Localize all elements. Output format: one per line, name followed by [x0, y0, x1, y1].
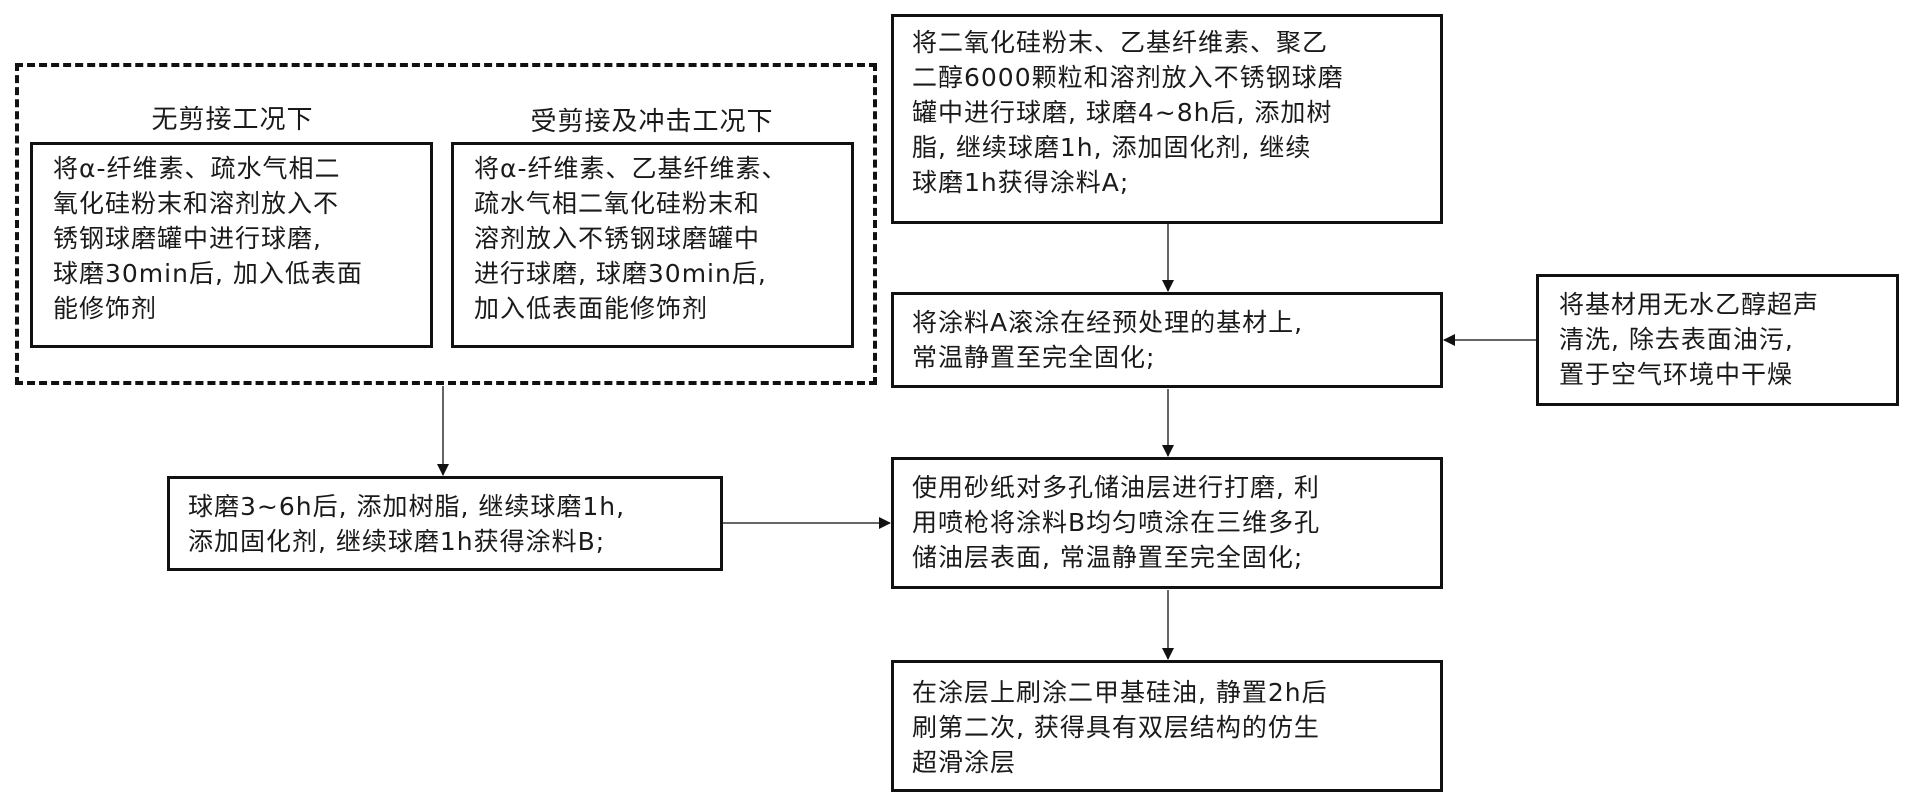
text-line: 二醇6000颗粒和溶剂放入不锈钢球磨 — [912, 63, 1344, 92]
text-line: 罐中进行球磨, 球磨4~8h后, 添加树 — [912, 98, 1333, 127]
text-line: 溶剂放入不锈钢球磨罐中 — [474, 224, 761, 253]
spray-coat-b-step-box: 使用砂纸对多孔储油层进行打磨, 利 用喷枪将涂料B均匀喷涂在三维多孔 储油层表面… — [891, 457, 1443, 589]
text-line: 使用砂纸对多孔储油层进行打磨, 利 — [912, 473, 1320, 502]
text-line: 将涂料A滚涂在经预处理的基材上, — [912, 308, 1304, 337]
text-line: 添加固化剂, 继续球磨1h获得涂料B; — [188, 527, 606, 556]
substrate-cleaning-step-box: 将基材用无水乙醇超声 清洗, 除去表面油污, 置于空气环境中干燥 — [1536, 274, 1899, 406]
text-line: 球磨3~6h后, 添加树脂, 继续球磨1h, — [188, 492, 626, 521]
coating-b-step-box: 球磨3~6h后, 添加树脂, 继续球磨1h, 添加固化剂, 继续球磨1h获得涂料… — [167, 476, 723, 571]
text-line: 储油层表面, 常温静置至完全固化; — [912, 543, 1304, 572]
no-shear-process-box: 将α-纤维素、疏水气相二 氧化硅粉末和溶剂放入不 锈钢球磨罐中进行球磨, 球磨3… — [30, 142, 433, 348]
text-line: 将基材用无水乙醇超声 — [1559, 290, 1820, 319]
text-line: 氧化硅粉末和溶剂放入不 — [53, 189, 340, 218]
text-line: 球磨1h获得涂料A; — [912, 168, 1130, 197]
text-line: 用喷枪将涂料B均匀喷涂在三维多孔 — [912, 508, 1321, 537]
text-line: 将α-纤维素、乙基纤维素、 — [474, 154, 788, 183]
text-line: 进行球磨, 球磨30min后, — [474, 259, 767, 288]
working-conditions-group — [15, 63, 877, 385]
text-line: 清洗, 除去表面油污, — [1559, 325, 1794, 354]
text-line: 置于空气环境中干燥 — [1559, 360, 1794, 389]
silicone-oil-final-step-box: 在涂层上刷涂二甲基硅油, 静置2h后 刷第二次, 获得具有双层结构的仿生 超滑涂… — [891, 660, 1443, 792]
text-line: 脂, 继续球磨1h, 添加固化剂, 继续 — [912, 133, 1312, 162]
text-line: 疏水气相二氧化硅粉末和 — [474, 189, 761, 218]
text-line: 球磨30min后, 加入低表面 — [53, 259, 363, 288]
text-line: 刷第二次, 获得具有双层结构的仿生 — [912, 713, 1320, 742]
text-line: 将α-纤维素、疏水气相二 — [53, 154, 341, 183]
text-line: 在涂层上刷涂二甲基硅油, 静置2h后 — [912, 678, 1328, 707]
text-line: 能修饰剂 — [53, 294, 158, 323]
shear-impact-title: 受剪接及冲击工况下 — [530, 107, 774, 137]
text-line: 将二氧化硅粉末、乙基纤维素、聚乙 — [912, 28, 1329, 57]
text-line: 加入低表面能修饰剂 — [474, 294, 709, 323]
coating-a-step-box: 将二氧化硅粉末、乙基纤维素、聚乙 二醇6000颗粒和溶剂放入不锈钢球磨 罐中进行… — [891, 14, 1443, 224]
text-line: 锈钢球磨罐中进行球磨, — [53, 224, 322, 253]
shear-impact-process-box: 将α-纤维素、乙基纤维素、 疏水气相二氧化硅粉末和 溶剂放入不锈钢球磨罐中 进行… — [451, 142, 854, 348]
text-line: 超滑涂层 — [912, 748, 1017, 777]
no-shear-title: 无剪接工况下 — [151, 105, 314, 135]
roll-coat-a-step-box: 将涂料A滚涂在经预处理的基材上, 常温静置至完全固化; — [891, 292, 1443, 388]
text-line: 常温静置至完全固化; — [912, 343, 1156, 372]
